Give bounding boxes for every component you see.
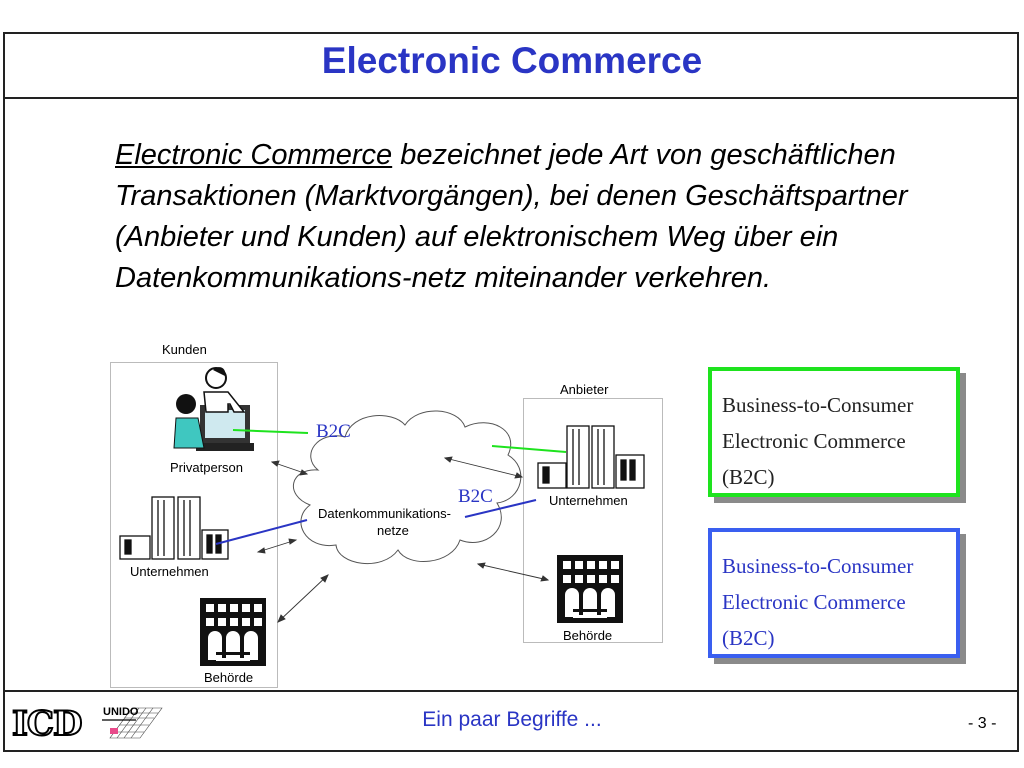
kunden-behoerde-label: Behörde [204, 670, 254, 685]
b2c-label-top: B2C [316, 421, 351, 442]
kunden-unternehmen-label: Unternehmen [130, 564, 209, 579]
box-green-line1: Business-to-Consumer [722, 393, 914, 417]
unido-logo-icon [102, 707, 163, 739]
network-cloud-icon [293, 410, 522, 565]
privatperson-icon [173, 367, 254, 451]
footer-divider [3, 690, 1019, 692]
anbieter-unternehmen-label: Unternehmen [549, 493, 628, 508]
anbieter-unternehmen-icon [537, 425, 645, 489]
slide-frame [3, 32, 1019, 752]
b2c-info-box-blue: Business-to-Consumer Electronic Commerce… [708, 528, 960, 658]
b2c-connector-blue-right [464, 499, 537, 518]
slide-title: Electronic Commerce [321, 40, 703, 81]
box-green-line2: Electronic Commerce [722, 429, 906, 453]
definition-body: bezeichnet jede Art von geschäftlichen T… [115, 139, 908, 294]
icd-logo: ICD [11, 703, 83, 745]
unido-logo-text: UNIDO [103, 706, 139, 718]
box-blue-line1: Business-to-Consumer [722, 554, 914, 578]
footer-title: Ein paar Begriffe ... [422, 708, 602, 731]
page-number: - 3 - [968, 715, 997, 732]
b2c-connector-green [232, 429, 309, 434]
b2c-label-mid: B2C [458, 486, 493, 507]
kunden-behoerde-icon [200, 598, 266, 666]
b2c-connector-blue [215, 519, 308, 545]
anbieter-behoerde-label: Behörde [563, 628, 613, 643]
network-label-line1: Datenkommunikations- [318, 506, 451, 521]
network-label-line2: netze [377, 523, 409, 538]
anbieter-behoerde-icon [557, 555, 623, 623]
box-green-line3: (B2C) [722, 465, 775, 489]
anbieter-heading: Anbieter [560, 382, 609, 397]
box-blue-line2: Electronic Commerce [722, 590, 906, 614]
kunden-heading: Kunden [162, 342, 207, 357]
definition-term: Electronic Commerce [115, 139, 393, 171]
connector-arrows [256, 456, 550, 623]
b2c-connector-green-right [491, 445, 567, 453]
definition-text: Electronic Commerce bezeichnet jede Art … [115, 135, 945, 299]
title-divider [3, 97, 1019, 99]
kunden-unternehmen-icon [119, 496, 229, 560]
box-blue-line3: (B2C) [722, 626, 775, 650]
b2c-info-box-green: Business-to-Consumer Electronic Commerce… [708, 367, 960, 497]
privatperson-label: Privatperson [170, 460, 243, 475]
